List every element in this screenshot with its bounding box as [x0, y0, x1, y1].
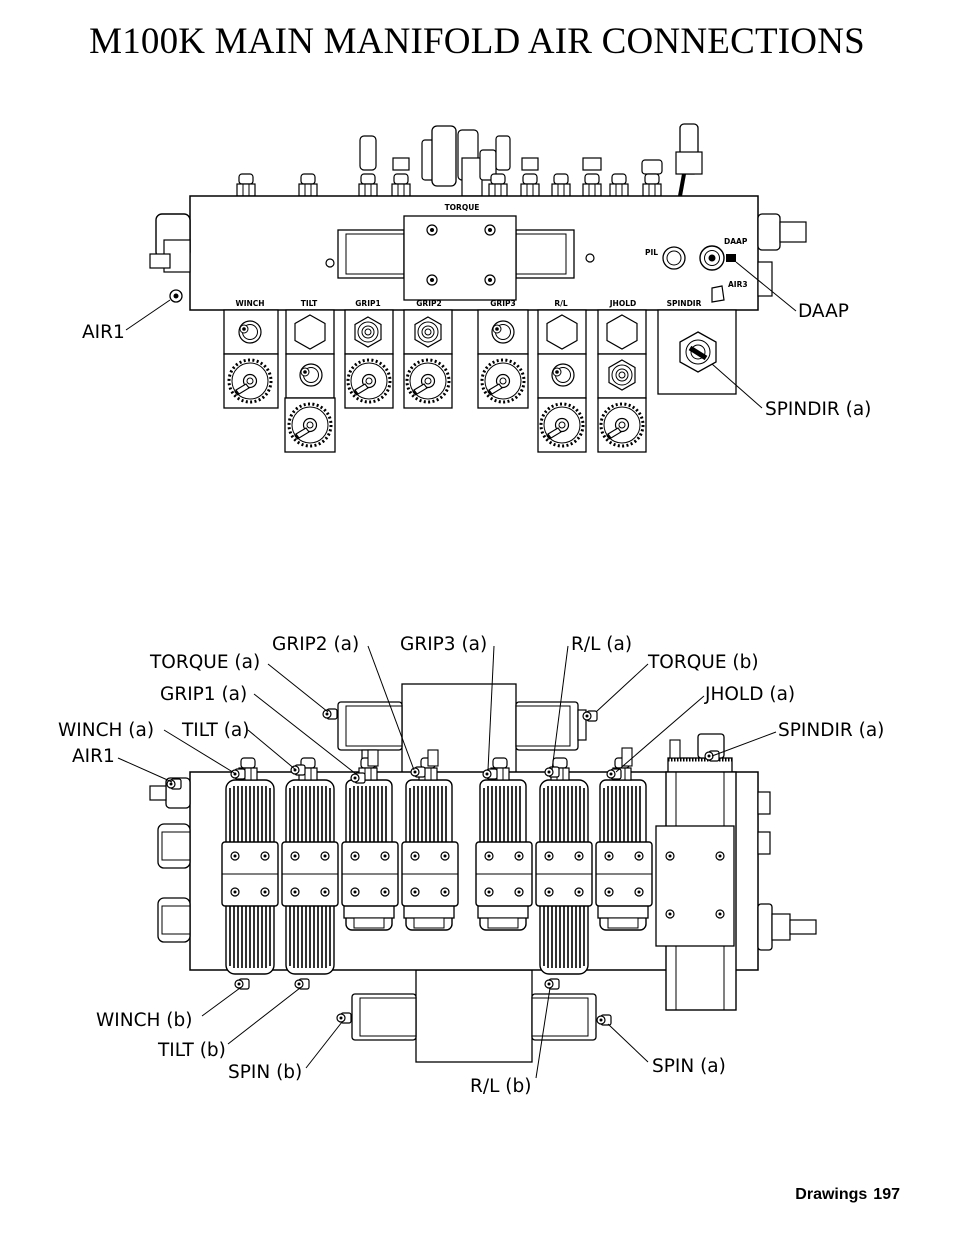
torque-part-label: TORQUE [445, 203, 480, 212]
station-label-grip1: GRIP1 [355, 299, 380, 308]
callout-air1-front: AIR1 [72, 746, 115, 767]
footer-page-number: 197 [873, 1186, 900, 1203]
footer-section: Drawings [795, 1186, 868, 1203]
station-labels: WINCH TILT GRIP1 GRIP2 GRIP3 R/L JHOLD S… [235, 299, 701, 308]
top-valve-row-2 [223, 353, 647, 409]
top-right-fittings [711, 213, 807, 303]
daap-part-label: DAAP [724, 237, 748, 246]
air3-part-label: AIR3 [728, 280, 748, 289]
front-view: GRIP2 (a) GRIP3 (a) R/L (a) TORQUE (a) T… [58, 634, 884, 1097]
spin-valve-front [336, 969, 612, 1063]
station-label-grip2: GRIP2 [416, 299, 441, 308]
top-valve-row-3 [284, 397, 647, 453]
callout-grip1-a: GRIP1 (a) [160, 684, 247, 705]
callout-rl-a: R/L (a) [571, 634, 632, 655]
pil-daap-fittings: PIL DAAP AIR3 [645, 237, 748, 289]
front-view-callouts: GRIP2 (a) GRIP3 (a) R/L (a) TORQUE (a) T… [58, 634, 884, 1097]
page-footer: Drawings 197 [789, 1186, 900, 1204]
station-label-tilt: TILT [301, 299, 318, 308]
callout-spindir-a-front: SPINDIR (a) [778, 720, 884, 741]
callout-rl-b: R/L (b) [470, 1076, 531, 1097]
pil-part-label: PIL [645, 248, 658, 257]
callout-winch-b: WINCH (b) [96, 1010, 192, 1031]
station-label-spindir: SPINDIR [667, 299, 702, 308]
callout-air1-top: AIR1 [82, 322, 125, 343]
top-view: TORQUE PIL DAAP AIR3 WINCH TILT GRIP1 GR… [82, 123, 871, 453]
callout-winch-a: WINCH (a) [58, 720, 154, 741]
callout-tilt-a: TILT (a) [181, 720, 249, 741]
station-label-rl: R/L [554, 299, 568, 308]
callout-grip3-a: GRIP3 (a) [400, 634, 487, 655]
top-view-callouts: AIR1 DAAP SPINDIR (a) [82, 261, 871, 420]
station-label-winch: WINCH [235, 299, 264, 308]
callout-torque-a: TORQUE (a) [149, 652, 260, 673]
callout-spindir-a-top: SPINDIR (a) [765, 399, 871, 420]
callout-spin-a: SPIN (a) [652, 1056, 726, 1077]
top-left-fittings [149, 213, 191, 303]
front-left-fittings [149, 777, 191, 943]
spindir-assembly [655, 733, 737, 1011]
callout-jhold-a: JHOLD (a) [704, 684, 795, 705]
page-title: M100K MAIN MANIFOLD AIR CONNECTIONS [89, 21, 865, 62]
callout-daap: DAAP [798, 301, 849, 322]
front-valve-fittings [166, 747, 633, 790]
front-right-fittings [757, 791, 817, 951]
callout-spin-b: SPIN (b) [228, 1062, 302, 1083]
station-label-jhold: JHOLD [609, 299, 636, 308]
callout-torque-b: TORQUE (b) [647, 652, 759, 673]
top-view-fittings [236, 123, 703, 241]
callout-tilt-b: TILT (b) [157, 1040, 226, 1061]
station-label-grip3: GRIP3 [490, 299, 515, 308]
callout-grip2-a: GRIP2 (a) [272, 634, 359, 655]
top-valve-row-1 [223, 309, 737, 395]
torque-valve-top: TORQUE [325, 203, 595, 301]
